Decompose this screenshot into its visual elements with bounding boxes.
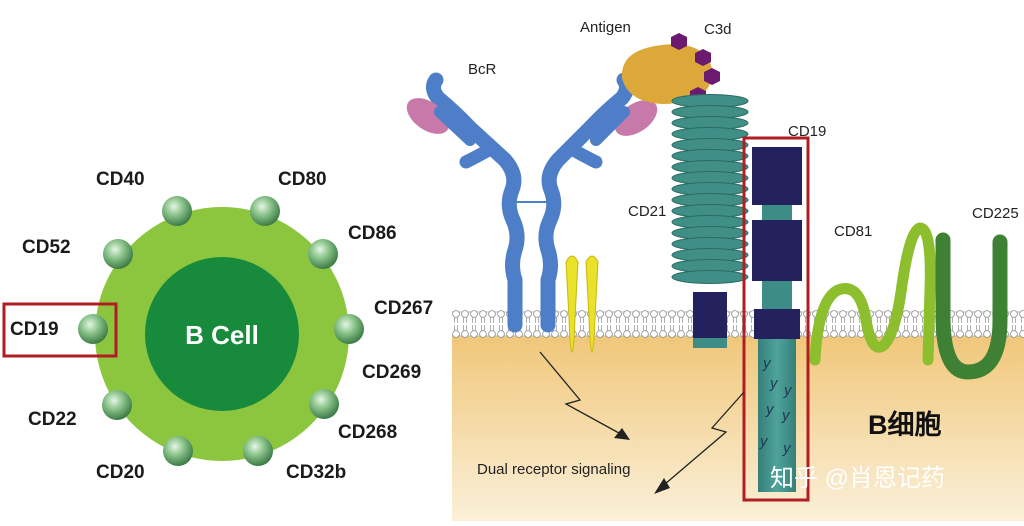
bcr-receptor xyxy=(406,72,658,333)
tyrosine-y: y xyxy=(783,382,793,399)
bead-cd32b xyxy=(243,436,273,466)
label-cd19-right: CD19 xyxy=(788,123,826,140)
bead-cd267 xyxy=(334,314,364,344)
cd79-pair xyxy=(565,255,599,353)
label-cd22: CD22 xyxy=(28,409,77,430)
label-cd19-left: CD19 xyxy=(10,319,59,340)
bead-cd80 xyxy=(250,196,280,226)
label-cd80: CD80 xyxy=(278,169,327,190)
label-cd20: CD20 xyxy=(96,462,145,483)
label-cd52: CD52 xyxy=(22,237,71,258)
tyrosine-y: y xyxy=(759,433,769,450)
bead-cd20 xyxy=(163,436,193,466)
c3d-hexagon xyxy=(695,49,711,66)
antigen xyxy=(621,33,720,104)
label-cd268: CD268 xyxy=(338,422,397,443)
label-cd269: CD269 xyxy=(362,362,421,383)
cd19-highlight-box-left xyxy=(2,302,118,358)
cd225-protein xyxy=(935,232,1008,380)
bead-cd40 xyxy=(162,196,192,226)
c3d-hexagon xyxy=(704,68,720,85)
tyrosine-y: y xyxy=(782,440,792,457)
b-cell-nucleus xyxy=(145,257,299,411)
label-c3d: C3d xyxy=(704,21,732,38)
label-dual-signaling: Dual receptor signaling xyxy=(477,461,630,478)
c3d-hexagon xyxy=(671,33,687,50)
cd19-protein: y y y y y y y xyxy=(742,136,810,502)
signal-arrows xyxy=(539,351,745,494)
panel-title: B细胞 xyxy=(868,409,942,440)
cd19-highlight-box-right xyxy=(742,136,810,502)
label-cd267: CD267 xyxy=(374,298,433,319)
label-cd40: CD40 xyxy=(96,169,145,190)
label-cd21: CD21 xyxy=(628,203,666,220)
signaling-panel: y y y y y y y Antigen C3d BcR CD19 CD21 … xyxy=(406,19,1024,521)
tyrosine-y: y xyxy=(765,401,775,418)
bead-cd19 xyxy=(78,314,108,344)
label-bcr: BcR xyxy=(468,61,497,78)
watermark: 知乎 @肖恩记药 xyxy=(770,465,945,492)
label-cd32b: CD32b xyxy=(286,462,346,483)
label-cd225: CD225 xyxy=(972,205,1019,222)
label-cd86: CD86 xyxy=(348,223,397,244)
b-cell-panel: B Cell CD40 CD80 CD52 CD86 CD19 CD267 CD… xyxy=(2,169,433,483)
label-cd81: CD81 xyxy=(834,223,872,240)
bead-cd86 xyxy=(308,239,338,269)
cd81-protein xyxy=(809,222,936,366)
bead-cd52 xyxy=(103,239,133,269)
bead-cd22 xyxy=(102,390,132,420)
label-antigen: Antigen xyxy=(580,19,631,36)
cd21-complex xyxy=(671,94,749,348)
tyrosine-y: y xyxy=(762,355,772,372)
cytoplasm xyxy=(452,336,1024,521)
b-cell-label: B Cell xyxy=(185,320,259,350)
bead-cd268 xyxy=(309,389,339,419)
tyrosine-y: y xyxy=(769,375,779,392)
tyrosine-y: y xyxy=(781,407,791,424)
